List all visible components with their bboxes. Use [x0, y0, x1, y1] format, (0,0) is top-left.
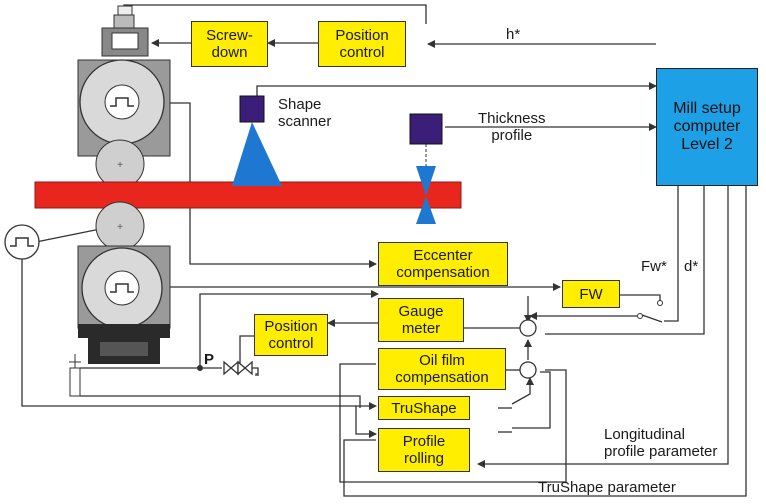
switch-icon — [657, 300, 663, 306]
line-d-star — [545, 186, 705, 335]
longitudinal-profile-label: Longitudinal profile parameter — [604, 426, 718, 460]
signal-lines — [21, 4, 747, 497]
profile-rolling-box: Profile rolling — [378, 428, 470, 472]
thickness-profile-label: Thickness profile — [478, 110, 546, 144]
line-fw-star — [664, 186, 679, 322]
steel-strip — [34, 181, 462, 209]
line-pos-to-valve — [239, 335, 256, 368]
pulse-icon — [104, 84, 140, 120]
thickness-gauge-icon — [409, 113, 443, 145]
pulse-icon — [4, 224, 40, 260]
switch-contact — [637, 313, 643, 319]
pressure-p-label: P — [204, 351, 215, 368]
screwdown-actuator — [101, 5, 149, 57]
pressure-node — [197, 365, 203, 371]
svg-text:+: + — [117, 222, 123, 233]
h-star-label: h* — [506, 26, 521, 43]
line-cylinder-to-trushape — [80, 395, 361, 408]
line-trushape-param — [343, 186, 747, 497]
gauge-meter-box: Gauge meter — [378, 298, 464, 342]
summing-junction-icon — [519, 361, 537, 379]
trushape-parameter-label: TruShape parameter — [538, 479, 676, 496]
screwdown-box: Screw- down — [191, 21, 268, 67]
oil-film-compensation-box: Oil film compensation — [378, 348, 506, 390]
fw-box: FW — [562, 280, 620, 308]
line-oil-loop — [339, 363, 567, 483]
line-pulse-to-trushape — [21, 259, 377, 410]
switch-trushape-to-sum — [511, 377, 534, 405]
eccenter-compensation-box: Eccenter compensation — [378, 242, 508, 286]
line-to-profile — [355, 406, 377, 438]
gauge-beam-top — [416, 166, 436, 196]
svg-text:+: + — [117, 160, 123, 171]
line-fw-out — [620, 294, 661, 303]
switch-profile-to-sum — [512, 371, 551, 429]
trushape-box: TruShape — [378, 396, 470, 420]
scanner-beam — [232, 122, 282, 186]
position-control-top-box: Position control — [318, 21, 406, 67]
position-control-bottom-box: Position control — [254, 314, 328, 356]
gauge-beam-bottom — [416, 196, 436, 224]
line-longitudinal — [477, 186, 729, 468]
mill-base — [78, 324, 170, 338]
mill-setup-computer-box: Mill setup computer Level 2 — [656, 68, 758, 186]
shape-scanner-icon — [239, 95, 265, 123]
valve-icon — [223, 360, 253, 376]
d-star-label: d* — [684, 258, 699, 275]
fw-star-label: Fw* — [641, 258, 667, 275]
hydraulic-cylinder — [69, 367, 81, 397]
line-p-to-gauge — [199, 290, 379, 368]
shape-scanner-label: Shape scanner — [278, 96, 332, 130]
pulse-icon — [104, 270, 140, 306]
summing-junction-icon — [519, 319, 537, 337]
